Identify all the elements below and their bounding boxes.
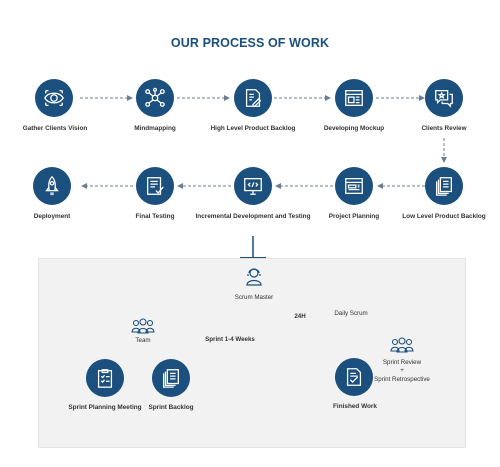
label-24h: 24H xyxy=(294,313,306,320)
review-team-icon xyxy=(390,337,414,353)
team-icon xyxy=(131,318,155,334)
label-developing-mockup: Developing Mockup xyxy=(323,125,385,132)
high-level-backlog-node xyxy=(234,79,272,117)
eye-icon xyxy=(44,90,64,106)
browser-mockup-icon xyxy=(345,90,363,106)
label-daily-scrum: Daily Scrum xyxy=(334,310,368,317)
rocket-icon xyxy=(45,175,59,196)
label-high-level-backlog: High Level Product Backlog xyxy=(210,125,296,132)
planning-browser-icon xyxy=(345,178,363,194)
finished-work-node xyxy=(335,358,373,396)
label-sprint-review-block: Sprint Review + Sprint Retrospective xyxy=(372,359,432,384)
label-sprint-planning: Sprint Planning Meeting xyxy=(68,404,142,411)
finished-document-icon xyxy=(346,368,362,386)
label-sprint: Sprint 1-4 Weeks xyxy=(205,336,255,343)
document-pen-icon xyxy=(245,89,262,107)
code-monitor-icon xyxy=(244,178,262,195)
label-plus: + xyxy=(400,367,404,375)
incremental-development-node xyxy=(234,167,272,205)
scrum-master-icon xyxy=(246,268,262,286)
page-title: OUR PROCESS OF WORK xyxy=(170,36,330,50)
checklist-icon xyxy=(147,177,164,195)
developing-mockup-node xyxy=(335,79,373,117)
label-finished-work: Finished Work xyxy=(333,403,377,410)
label-deployment: Deployment xyxy=(33,213,71,220)
label-sprint-review: Sprint Review xyxy=(382,359,422,366)
label-scrum-master: Scrum Master xyxy=(234,294,274,301)
final-testing-node xyxy=(136,167,174,205)
low-level-backlog-node xyxy=(425,167,463,205)
review-chat-icon xyxy=(435,90,453,108)
backlog-documents-icon xyxy=(163,369,179,388)
deployment-node xyxy=(33,167,71,205)
clients-review-node xyxy=(425,79,463,117)
clipboard-check-icon xyxy=(97,369,113,388)
label-mindmapping: Mindmapping xyxy=(134,125,176,132)
label-final-testing: Final Testing xyxy=(135,213,175,220)
label-clients-review: Clients Review xyxy=(421,125,467,132)
mindmap-icon xyxy=(145,87,165,107)
stacked-documents-icon xyxy=(436,177,452,196)
label-incremental-development: Incremental Development and Testing xyxy=(195,213,311,220)
scrum-panel xyxy=(38,258,466,448)
sprint-backlog-node xyxy=(152,359,190,397)
sprint-planning-node xyxy=(86,359,124,397)
gather-vision-node xyxy=(35,79,73,117)
label-gather-vision: Gather Clients Vision xyxy=(22,125,88,132)
label-sprint-backlog: Sprint Backlog xyxy=(148,404,194,411)
project-planning-node xyxy=(335,167,373,205)
label-project-planning: Project Planning xyxy=(328,213,380,220)
mindmapping-node xyxy=(136,79,174,117)
label-team: Team xyxy=(135,337,151,344)
label-sprint-retro: Sprint Retrospective xyxy=(374,375,430,383)
label-low-level-backlog: Low Level Product Backlog xyxy=(402,213,486,220)
